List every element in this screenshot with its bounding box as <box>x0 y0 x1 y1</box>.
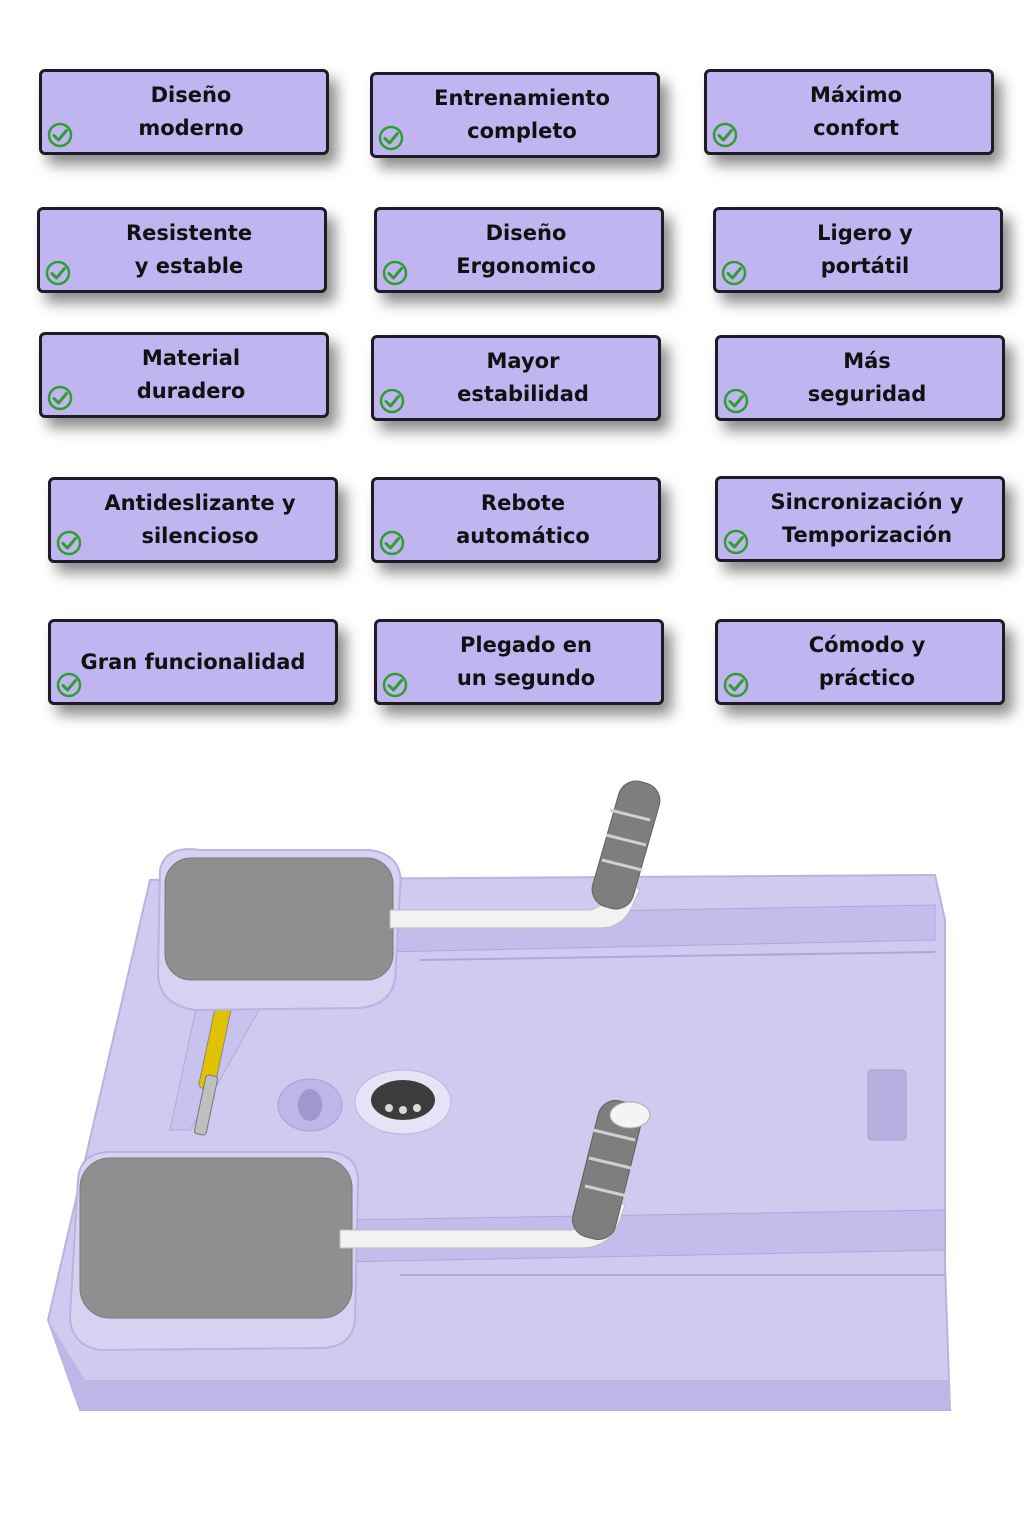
feature-label: Sincronización y Temporización <box>770 490 964 547</box>
feature-label: Máximo confort <box>809 83 903 140</box>
feature-card-great-functionality: Gran funcionalidad <box>48 619 338 705</box>
feature-card-more-stability: Mayor estabilidad <box>371 335 661 421</box>
grip-top <box>591 780 661 910</box>
feature-label: Antideslizante y silencioso <box>104 491 296 548</box>
check-circle-icon <box>45 260 71 286</box>
feature-label: Resistente y estable <box>125 221 253 278</box>
check-circle-icon <box>378 125 404 151</box>
check-circle-icon <box>47 385 73 411</box>
check-circle-icon <box>723 672 749 698</box>
check-circle-icon <box>723 388 749 414</box>
feature-card-sync-timing: Sincronización y Temporización <box>715 476 1005 562</box>
foot-pad-top <box>164 857 394 981</box>
feature-card-comfortable-practical: Cómodo y práctico <box>715 619 1005 705</box>
check-circle-icon <box>723 529 749 555</box>
feature-card-complete-training: Entrenamiento completo <box>370 72 660 158</box>
check-circle-icon <box>47 122 73 148</box>
feature-card-resistant-stable: Resistente y estable <box>37 207 327 293</box>
feature-label: Rebote automático <box>456 491 590 548</box>
feature-label: Gran funcionalidad <box>80 649 306 674</box>
check-circle-icon <box>721 260 747 286</box>
feature-label: Mayor estabilidad <box>457 349 589 406</box>
feature-label: Ligero y portátil <box>817 221 913 278</box>
feature-card-max-comfort: Máximo confort <box>704 69 994 155</box>
feature-label: Plegado en un segundo <box>456 633 596 690</box>
foot-pad-bottom <box>79 1157 353 1319</box>
check-circle-icon <box>379 388 405 414</box>
handle-slot <box>867 1069 907 1141</box>
check-circle-icon <box>379 530 405 556</box>
product-image <box>46 780 952 1411</box>
feature-label: Entrenamiento completo <box>434 86 610 143</box>
feature-label: Más seguridad <box>807 349 927 406</box>
feature-card-durable-material: Material duradero <box>39 332 329 418</box>
feature-card-auto-rebound: Rebote automático <box>371 477 661 563</box>
check-circle-icon <box>382 672 408 698</box>
check-circle-icon <box>56 530 82 556</box>
feature-card-more-safety: Más seguridad <box>715 335 1005 421</box>
feature-label: Diseño moderno <box>138 83 244 140</box>
feature-label: Cómodo y práctico <box>808 633 926 690</box>
feature-card-antislip-silent: Antideslizante y silencioso <box>48 477 338 563</box>
feature-card-light-portable: Ligero y portátil <box>713 207 1003 293</box>
check-circle-icon <box>56 672 82 698</box>
feature-card-modern-design: Diseño moderno <box>39 69 329 155</box>
check-circle-icon <box>382 260 408 286</box>
feature-card-ergonomic-design: Diseño Ergonomico <box>374 207 664 293</box>
feature-card-folds-in-second: Plegado en un segundo <box>374 619 664 705</box>
check-circle-icon <box>712 122 738 148</box>
feature-label: Diseño Ergonomico <box>456 221 596 278</box>
feature-label: Material duradero <box>136 346 246 403</box>
